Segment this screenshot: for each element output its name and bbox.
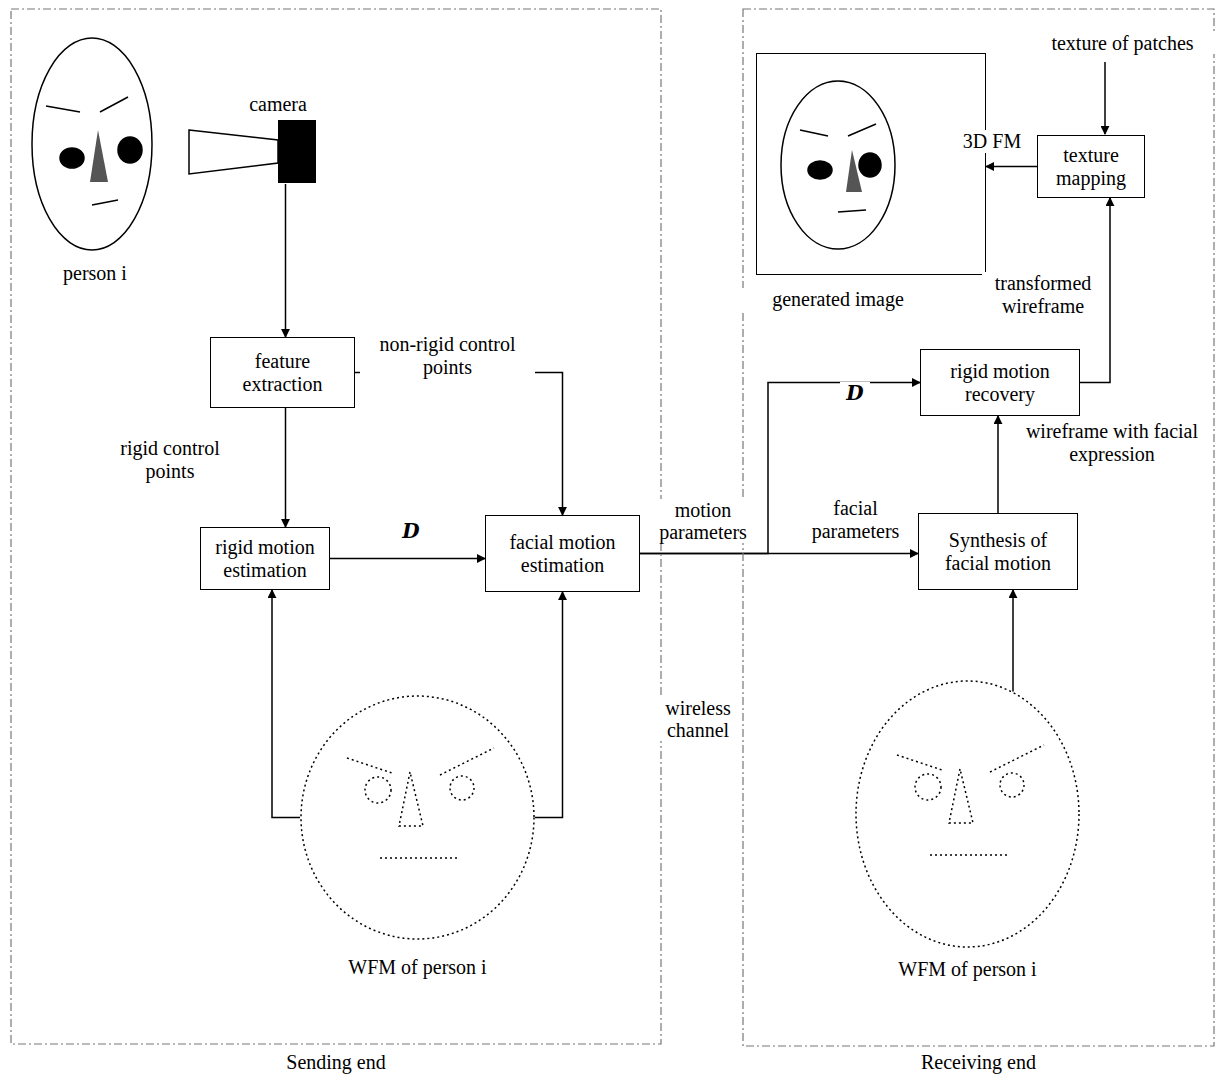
person-face: [32, 38, 152, 250]
process-box: Synthesis of facial motion: [918, 513, 1078, 590]
texture-arrow: [1104, 62, 1106, 134]
wireframe-features: [897, 745, 1044, 855]
eye: [365, 777, 391, 803]
edge-label: wireframe with facial expression: [1022, 420, 1202, 466]
node-label: Synthesis of facial motion: [927, 529, 1069, 575]
camera-outline: [188, 118, 318, 184]
mouth: [838, 210, 866, 212]
eyebrow: [100, 97, 128, 112]
camera-body: [278, 120, 316, 183]
text-label: texture of patches: [1030, 32, 1215, 54]
camera-node: camera: [188, 118, 318, 184]
flow-arrow: [997, 416, 999, 513]
text-label: person i: [40, 262, 150, 284]
mouth: [380, 857, 460, 859]
node-heading: WFM of person i: [835, 958, 1100, 981]
eye: [118, 137, 142, 163]
node-heading: Receiving end: [742, 1051, 1215, 1074]
flow-arrow: [986, 166, 1037, 168]
wireframe-features: [347, 748, 494, 858]
wireframe-outline: [301, 696, 534, 939]
nose: [846, 150, 862, 192]
node-heading: generated image: [732, 288, 944, 311]
eyebrow: [800, 130, 828, 136]
generated-face: [781, 81, 895, 249]
eyebrow: [46, 106, 80, 112]
edge-label: D: [396, 520, 426, 543]
node-heading: camera: [208, 93, 348, 116]
flow-arrow: [1012, 590, 1014, 691]
node-label: facial motion estimation: [494, 531, 631, 577]
ellipse-outline: [300, 695, 535, 940]
flow-arrow: [285, 184, 287, 337]
eyebrow: [347, 758, 392, 773]
flow-arrow: [272, 590, 300, 818]
ellipse-node: WFM of person i: [855, 680, 1080, 948]
node-label: feature extraction: [219, 350, 346, 396]
process-box: feature extraction: [210, 337, 355, 408]
node-heading: WFM of person i: [280, 956, 555, 979]
face-outline: [32, 38, 152, 250]
process-box: facial motion estimation: [485, 515, 640, 592]
system-region: Sending endcamerafeature extractionrigid…: [10, 8, 662, 1045]
eye: [60, 148, 84, 168]
eye: [808, 161, 832, 179]
edge-label: facial parameters: [798, 497, 913, 543]
eye: [450, 776, 474, 800]
flow-arrow: [355, 373, 563, 516]
image-node: generated image: [756, 53, 986, 275]
process-box: texture mapping: [1037, 135, 1145, 198]
flow-arrow: [330, 558, 485, 560]
edge-label: 3D FM: [952, 130, 1032, 153]
nose: [399, 772, 423, 826]
node-label: rigid motion recovery: [929, 360, 1071, 406]
node-label: texture mapping: [1046, 144, 1136, 190]
flow-arrow: [640, 553, 918, 555]
edge-label: transformed wireframe: [982, 272, 1104, 318]
text-label: wireless channel: [655, 697, 741, 741]
process-box: rigid motion recovery: [920, 349, 1080, 416]
edge-label: rigid control points: [100, 437, 240, 483]
edge-label: D: [840, 382, 870, 405]
region-border: [743, 9, 1214, 1046]
edge-label: non-rigid control points: [360, 333, 535, 379]
wireframe-outline: [856, 681, 1079, 947]
eye: [859, 153, 881, 177]
mouth: [92, 200, 118, 205]
eyebrow: [440, 748, 494, 775]
flow-arrow: [535, 592, 563, 818]
ellipse-outline: [855, 680, 1080, 948]
region-border: [11, 9, 661, 1044]
face-outline: [781, 81, 895, 249]
flow-arrow: [285, 408, 287, 527]
text-label: motion parameters: [648, 499, 758, 543]
ellipse-node: WFM of person i: [300, 695, 535, 940]
nose: [90, 130, 108, 182]
lens-cone: [189, 130, 278, 174]
flow-arrow: [640, 383, 920, 554]
node-label: rigid motion estimation: [209, 536, 321, 582]
eyebrow: [848, 124, 876, 136]
process-box: rigid motion estimation: [200, 527, 330, 590]
node-heading: Sending end: [10, 1051, 662, 1074]
